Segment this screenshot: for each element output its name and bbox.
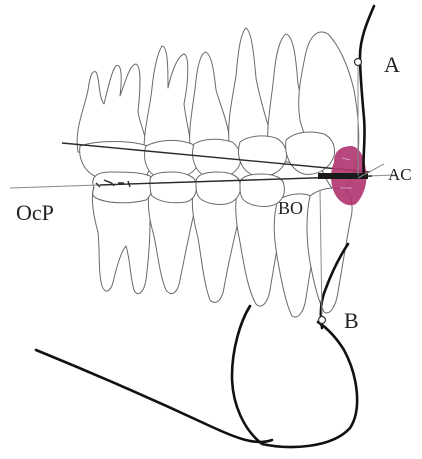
lower-molar-1-crown — [93, 172, 152, 203]
ac-point-marker — [354, 174, 358, 178]
label-b: B — [344, 308, 359, 333]
upper-molar-2 — [144, 46, 192, 155]
label-a: A — [384, 52, 400, 77]
point-a-marker — [355, 59, 362, 66]
chin-outline — [232, 306, 357, 447]
label-ac: AC — [388, 165, 412, 184]
lower-molar-2-crown — [150, 172, 197, 203]
bo-point-marker — [320, 174, 324, 178]
lower-premolar-1-crown — [196, 172, 240, 205]
contact-bar — [318, 173, 368, 179]
mandible-outline — [36, 350, 272, 442]
label-bo: BO — [278, 198, 303, 218]
label-ocp: OcP — [16, 200, 54, 225]
point-b-marker — [319, 317, 326, 324]
upper-profile-line — [360, 6, 374, 176]
upper-premolar-2-crown — [239, 136, 287, 176]
